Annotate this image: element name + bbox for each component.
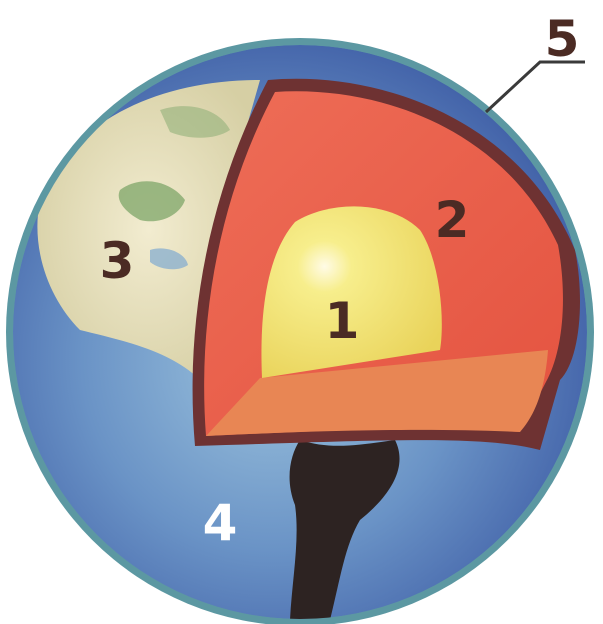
label-mantle: 2	[435, 191, 470, 249]
label-ocean: 4	[203, 494, 238, 552]
label-continent: 3	[100, 232, 135, 290]
label-inner-core: 1	[325, 292, 360, 350]
crust-pointer-line	[486, 62, 585, 112]
label-crust-pointer: 5	[545, 10, 580, 68]
